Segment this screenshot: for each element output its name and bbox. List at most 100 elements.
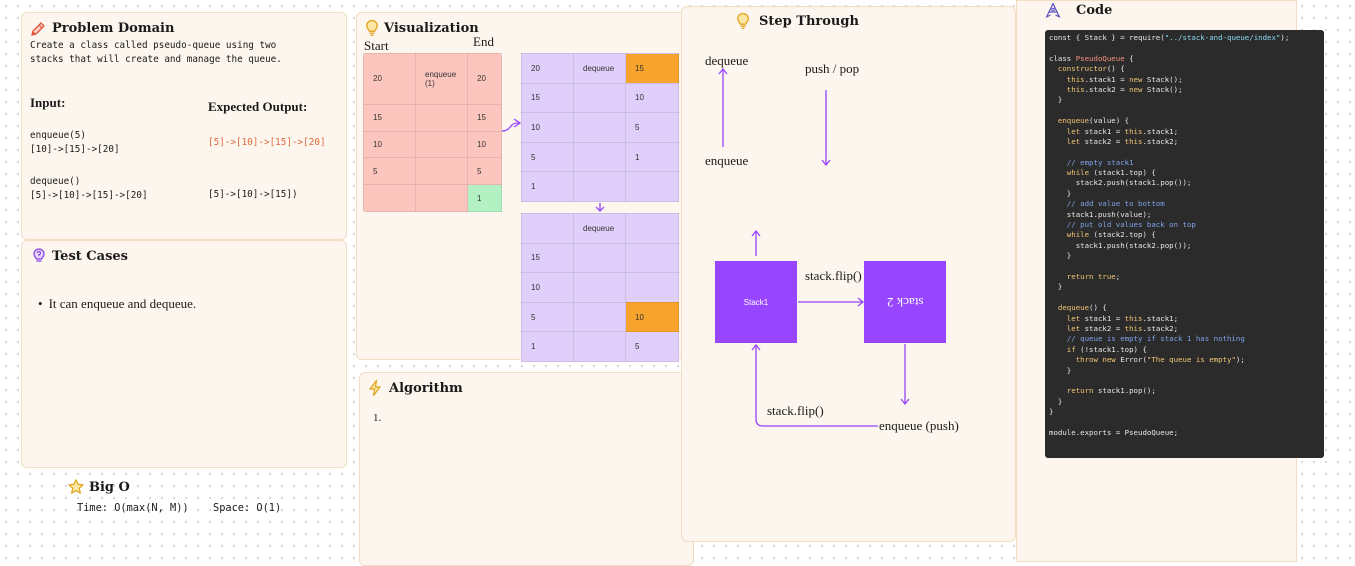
dequeue-label: dequeue <box>705 53 749 68</box>
code-token: enqueue <box>1049 116 1090 126</box>
code-token: const { Stack } = require( <box>1049 33 1165 42</box>
code-token: throw new <box>1049 355 1116 365</box>
code-line: stack2.push(stack1.pop()); <box>1049 178 1320 188</box>
code-line <box>1049 262 1320 272</box>
code-line: module.exports = PseudoQueue; <box>1049 428 1320 438</box>
code-line: // empty stack1 <box>1049 158 1320 168</box>
code-token: ; <box>1115 271 1121 281</box>
code-token: PseudoQueue <box>1075 53 1125 63</box>
example-input-line: dequeue() <box>30 176 81 187</box>
code-token: new <box>1129 84 1143 94</box>
flip-label-top: stack.flip() <box>805 268 862 283</box>
table-cell <box>415 130 468 159</box>
code-token: } <box>1049 188 1072 198</box>
code-token: module.exports = PseudoQueue; <box>1049 427 1179 437</box>
code-token: () { <box>1089 303 1107 313</box>
code-token: let <box>1049 313 1081 323</box>
lightbulb-icon <box>737 12 749 29</box>
example-input-line: enqueue(5) <box>30 130 86 141</box>
description-line: Create a class called pseudo-queue using… <box>30 40 277 51</box>
code-token: Stack(); <box>1142 74 1183 84</box>
code-token: .stack2; <box>1142 323 1179 333</box>
table-cell <box>415 157 468 186</box>
code-token: (!stack1.top) { <box>1075 344 1147 354</box>
lightbulb-icon <box>366 19 378 36</box>
flip-label-bottom: stack.flip() <box>767 403 824 418</box>
code-line: } <box>1049 407 1320 417</box>
code-token: { <box>1124 53 1134 63</box>
table-cell <box>573 272 626 303</box>
code-line <box>1049 106 1320 116</box>
code-line: class PseudoQueue { <box>1049 54 1320 64</box>
code-line: } <box>1049 366 1320 376</box>
table-cell <box>573 171 626 202</box>
example-input-line: [10]->[15]->[20] <box>30 143 120 155</box>
big-o-time: Time: O(max(N, M)) <box>77 502 189 514</box>
table-cell <box>521 213 574 244</box>
code-token: new <box>1129 74 1143 84</box>
code-line: this.stack1 = new Stack(); <box>1049 75 1320 85</box>
problem-domain-title: Problem Domain <box>52 21 175 36</box>
code-token: let <box>1049 323 1081 333</box>
code-token: (stack2.top) { <box>1089 230 1156 240</box>
table-cell <box>415 184 468 212</box>
end-label: End <box>473 34 494 49</box>
table-row: 1 <box>521 171 679 202</box>
code-token: class <box>1049 53 1076 63</box>
table-cell: 5 <box>521 301 574 333</box>
table-cell: 5 <box>467 157 502 186</box>
curved-arrow <box>501 122 521 132</box>
input-label: Input: <box>30 95 66 110</box>
code-token: stack2.push(stack1.pop()); <box>1049 178 1192 188</box>
code-token: let <box>1049 136 1081 146</box>
code-token: "../stack-and-queue/index" <box>1164 33 1281 42</box>
test-case-item: •It can enqueue and dequeue. <box>38 296 196 312</box>
code-line: stack1.push(stack2.pop()); <box>1049 241 1320 251</box>
rocket-icon <box>1045 2 1061 18</box>
code-token: stack1.push(value); <box>1049 209 1152 219</box>
code-token: this <box>1049 74 1085 84</box>
code-line <box>1049 147 1320 157</box>
table-cell <box>573 301 626 333</box>
stack1-label: Stack1 <box>743 297 769 307</box>
code-token: } <box>1049 365 1072 375</box>
code-token: Stack(); <box>1142 84 1183 94</box>
code-line: } <box>1049 251 1320 261</box>
table-cell: 15 <box>521 242 574 274</box>
code-line: // queue is empty if stack 1 has nothing <box>1049 334 1320 344</box>
code-token: this <box>1124 323 1143 333</box>
code-token: } <box>1049 396 1063 406</box>
code-token: } <box>1049 282 1063 292</box>
visualization-arrows <box>501 118 605 212</box>
push-pop-label: push / pop <box>805 61 860 76</box>
code-line: // put old values back on top <box>1049 220 1320 230</box>
code-token: .stack1; <box>1142 313 1179 323</box>
code-line <box>1049 293 1320 303</box>
table-cell <box>625 242 679 274</box>
code-token: return true <box>1049 271 1116 281</box>
code-token: .stack2 = <box>1084 84 1130 94</box>
code-token: this <box>1124 126 1143 136</box>
code-token: let <box>1049 126 1081 136</box>
table-row: 10 <box>521 272 679 303</box>
code-token: stack1 = <box>1080 126 1125 136</box>
code-token: while <box>1049 230 1090 240</box>
table-cell: 1 <box>521 171 574 202</box>
test-cases-title: Test Cases <box>52 249 128 264</box>
code-line: stack1.push(value); <box>1049 210 1320 220</box>
code-token: dequeue <box>1049 303 1090 313</box>
code-line: } <box>1049 189 1320 199</box>
table-cell: 20 <box>363 53 416 105</box>
start-label: Start <box>364 38 389 53</box>
code-token: ); <box>1280 33 1290 42</box>
code-token: } <box>1049 251 1072 261</box>
code-block: const { Stack } = require("../stack-and-… <box>1045 30 1324 458</box>
code-line: enqueue(value) { <box>1049 116 1320 126</box>
code-token: .stack2; <box>1142 136 1179 146</box>
